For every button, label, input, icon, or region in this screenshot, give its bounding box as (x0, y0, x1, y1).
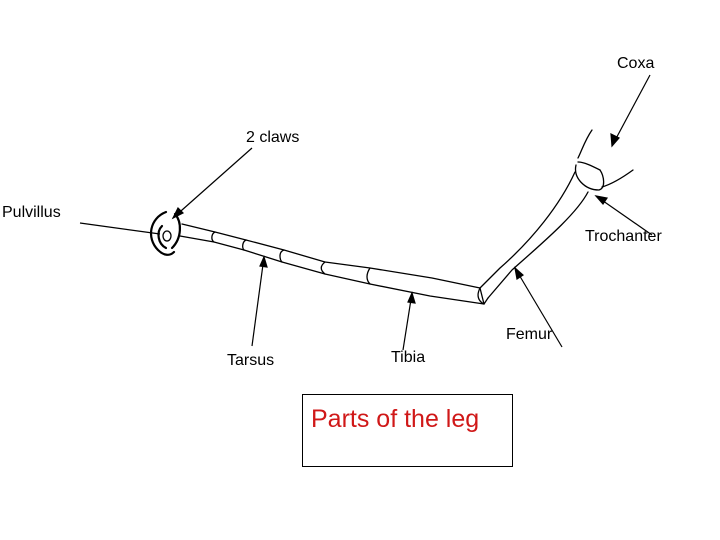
pulvillus-label: Pulvillus (2, 204, 61, 221)
tarsus-segment (179, 223, 285, 263)
coxa-segment (577, 129, 634, 188)
tarsus-label: Tarsus (227, 352, 275, 369)
coxa-pointer (611, 74, 651, 147)
trochanter-label: Trochanter (585, 228, 662, 245)
femur-segment (479, 171, 589, 305)
trochanter-segment (574, 161, 605, 191)
trochanter-pointer (595, 195, 653, 236)
caption-text: Parts of the leg (311, 405, 480, 433)
claws-label: 2 claws (246, 129, 300, 146)
caption-box: Parts of the leg (302, 394, 513, 467)
pulvillus-pad (162, 230, 172, 242)
tibia-segment (243, 239, 485, 305)
pulvillus-pointer (79, 222, 161, 235)
tarsus-pointer (251, 256, 265, 347)
claws-pointer (172, 147, 253, 219)
tibia-label: Tibia (391, 349, 426, 366)
femur-pointer (514, 267, 563, 348)
femur-label: Femur (506, 326, 553, 343)
coxa-label: Coxa (617, 55, 655, 72)
